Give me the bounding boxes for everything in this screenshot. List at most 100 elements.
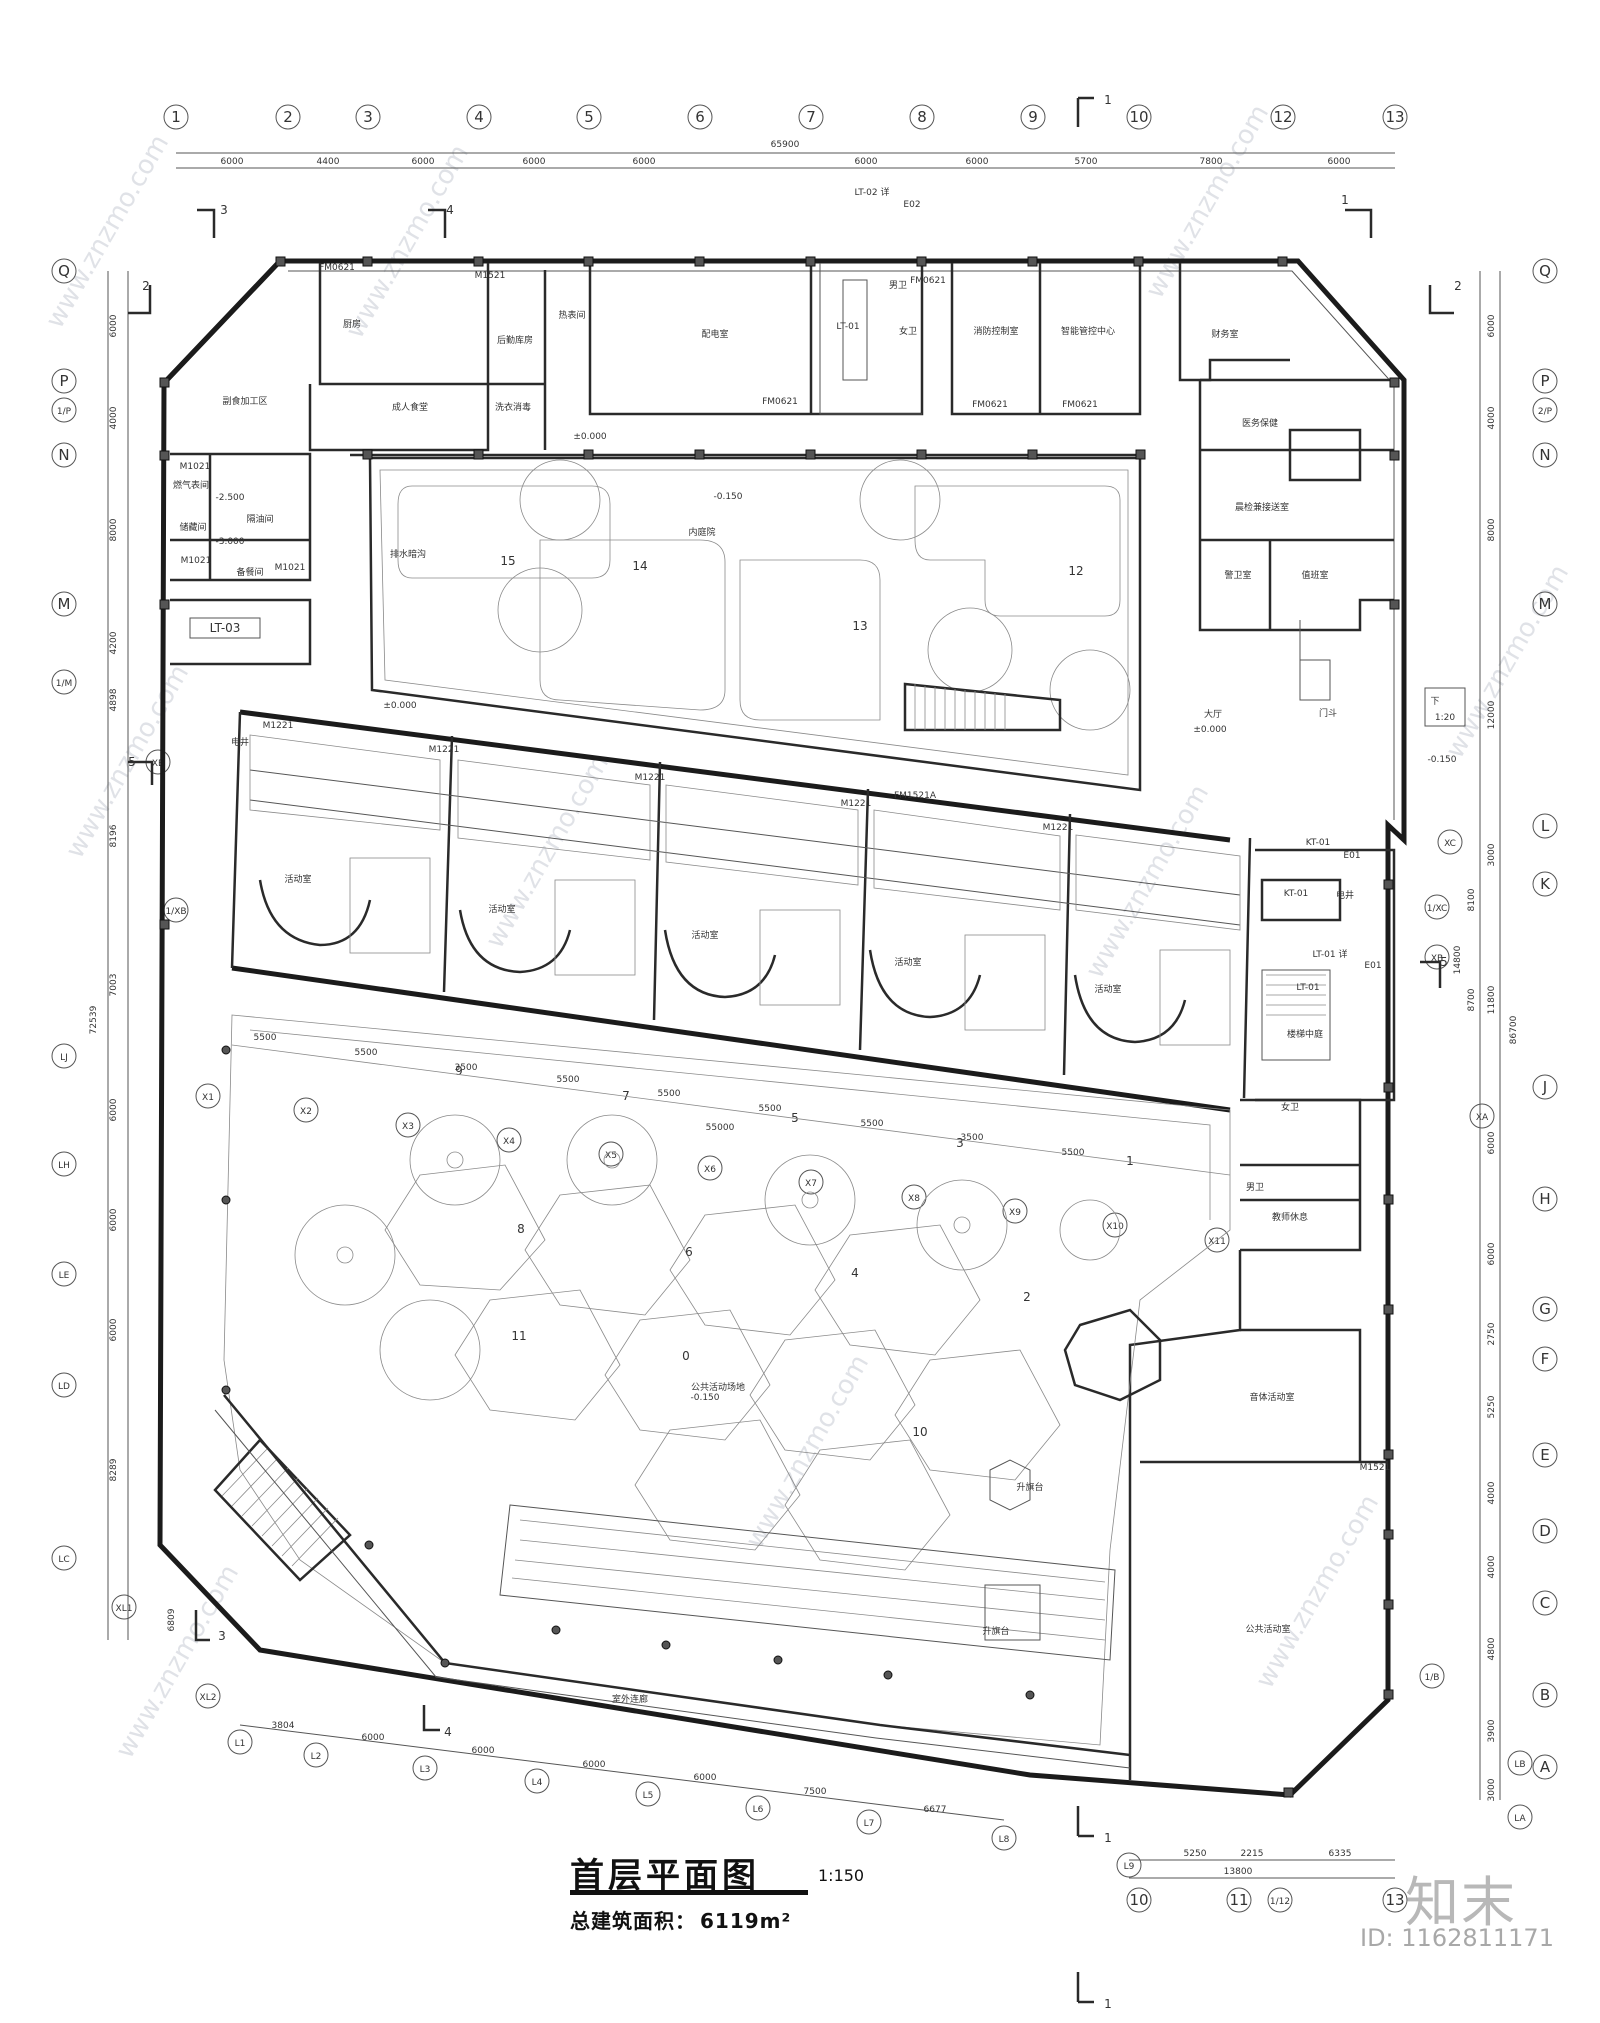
door-tag: M1221 [263,721,294,731]
axis-bubble: 12 [1270,104,1296,130]
svg-text:P: P [1540,372,1549,390]
svg-text:1/B: 1/B [1425,1673,1440,1683]
svg-text:5500: 5500 [658,1089,681,1099]
svg-text:Q: Q [58,262,70,280]
room-label: 楼梯中庭 [1287,1028,1323,1040]
axis-bubble: E [1532,1442,1558,1468]
svg-text:4000: 4000 [1487,1555,1497,1578]
left-dimension-line: 6000 4000 8000 4200 4898 8196 7003 72539… [89,271,177,1640]
room-label: 医务保健 [1242,417,1278,429]
axis-bubble: X8 [901,1184,927,1210]
svg-text:XL1: XL1 [116,1604,133,1614]
watermark-site: www.znzmo.com [480,750,615,954]
svg-text:1/XC: 1/XC [1427,904,1448,914]
section-mark-label: 4 [444,1725,452,1739]
room-label: 公共活动室 [1245,1623,1290,1635]
detail-tag: KT-01 [1306,838,1331,848]
activity-arc [663,929,777,999]
svg-text:5250: 5250 [1184,1849,1207,1859]
svg-text:LH: LH [58,1161,70,1171]
svg-text:13: 13 [1385,1891,1404,1909]
axis-bubble: L1 [227,1729,253,1755]
axis-bubble: 4 [466,104,492,130]
flag-stage [984,1584,1041,1641]
room-label: 男卫 [889,280,907,291]
axis-bubble: XB [1424,944,1450,970]
axis-bubble: 1/P [51,397,77,423]
svg-text:3000: 3000 [1487,1778,1497,1801]
svg-text:10: 10 [1129,1891,1148,1909]
room-label: 隔油间 [246,513,273,525]
svg-text:6000: 6000 [109,314,119,337]
svg-text:L: L [1541,817,1550,835]
axis-bubble: X4 [496,1127,522,1153]
inner-courtyard [368,456,1142,792]
svg-text:5500: 5500 [557,1075,580,1085]
svg-text:L3: L3 [420,1765,431,1775]
svg-text:L1: L1 [235,1739,246,1749]
svg-text:3000: 3000 [1487,843,1497,866]
axis-bubble: 5 [576,104,602,130]
axis-bubble: 1/12 [1267,1887,1293,1913]
svg-text:X4: X4 [503,1137,515,1147]
axis-bubble: L2 [303,1742,329,1768]
axis-bubble: XC [1437,829,1463,855]
section-marks: 1 1 1 1 2 2 3 4 4 3 5 5 [128,93,1462,2011]
axis-bubble: LB [1507,1750,1533,1776]
axis-bubble: L4 [524,1768,550,1794]
drawing-title: 首层平面图 [570,1856,760,1896]
svg-text:XB: XB [1431,954,1443,964]
svg-text:72539: 72539 [89,1005,99,1034]
detail-tag: E01 [1343,851,1360,861]
axis-bubble: L5 [635,1781,661,1807]
yard-stair [213,1438,352,1582]
door-tag: M1021 [275,563,306,573]
svg-text:8000: 8000 [109,518,119,541]
level-mark: -2.500 [215,493,244,503]
svg-text:6000: 6000 [472,1746,495,1756]
axis-bubble: 9 [1020,104,1046,130]
room-label: 警卫室 [1224,569,1251,581]
axis-bubble: LE [51,1261,77,1287]
axis-bubble: Q [1532,258,1558,284]
door-tag: M1221 [429,745,460,755]
east-wing [1128,620,1388,1780]
svg-text:X1: X1 [202,1093,214,1103]
svg-text:1/XB: 1/XB [165,907,186,917]
room-label: 厨房 [343,318,361,330]
axis-bubble: X1 [195,1083,221,1109]
axis-bubble: 11 [1226,1887,1252,1913]
svg-text:G: G [1539,1300,1551,1318]
section-mark-label: 1 [1104,1997,1112,2011]
svg-text:6677: 6677 [924,1805,947,1815]
room-label: 副食加工区 [222,395,267,407]
svg-text:8: 8 [917,108,927,126]
svg-text:11: 11 [1229,1891,1248,1909]
axis-bubble: 10 [1126,1887,1152,1913]
room-label: 门斗 [1319,707,1337,719]
stair-tag: LT-01 [1296,983,1319,993]
svg-text:6000: 6000 [583,1760,606,1770]
room-label: 音体活动室 [1249,1391,1294,1403]
door-tag: FM0621 [762,397,798,407]
section-mark-label: 1 [1341,193,1349,207]
section-mark-label: 5 [128,755,136,769]
room-label: 洗衣消毒 [495,401,531,413]
room-label: 内庭院 [688,526,715,538]
level-mark: -3.000 [215,537,244,547]
door-tag: M1221 [841,799,872,809]
svg-text:P: P [59,372,68,390]
watermark-site: www.znzmo.com [340,140,475,344]
svg-text:5700: 5700 [1075,157,1098,167]
svg-text:7500: 7500 [804,1787,827,1797]
axis-bubble: X5 [598,1141,624,1167]
svg-text:6000: 6000 [221,157,244,167]
axis-bubble: H [1532,1186,1558,1212]
axis-bubble: A [1532,1754,1558,1780]
area-number: 0 [682,1349,690,1363]
area-number: 1 [1126,1154,1134,1168]
svg-text:N: N [1539,446,1550,464]
axis-bubble: X2 [293,1097,319,1123]
right-dimension-line: 6000 4000 8000 12000 3000 8100 14800 870… [1453,271,1519,1801]
total-area-label: 总建筑面积： [570,1909,696,1933]
